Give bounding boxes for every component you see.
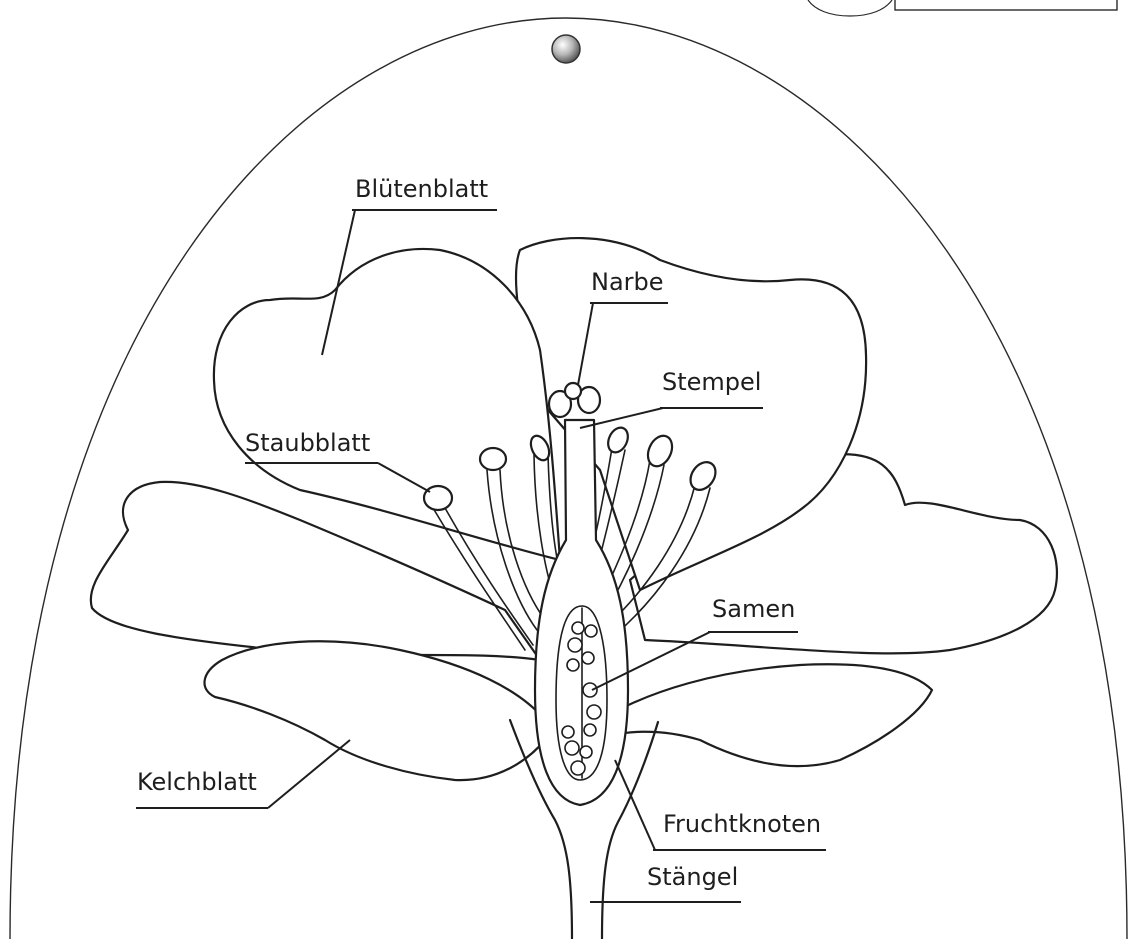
- svg-text:Stempel: Stempel: [662, 368, 761, 396]
- svg-text:Samen: Samen: [712, 595, 795, 623]
- svg-text:Stängel: Stängel: [647, 863, 738, 891]
- corner-badge: [808, 0, 1117, 16]
- svg-text:Narbe: Narbe: [591, 268, 664, 296]
- svg-text:Blütenblatt: Blütenblatt: [355, 175, 488, 203]
- hanging-hole: [552, 35, 580, 63]
- svg-text:Fruchtknoten: Fruchtknoten: [663, 810, 821, 838]
- svg-text:Staubblatt: Staubblatt: [245, 429, 370, 457]
- svg-text:Kelchblatt: Kelchblatt: [137, 768, 257, 796]
